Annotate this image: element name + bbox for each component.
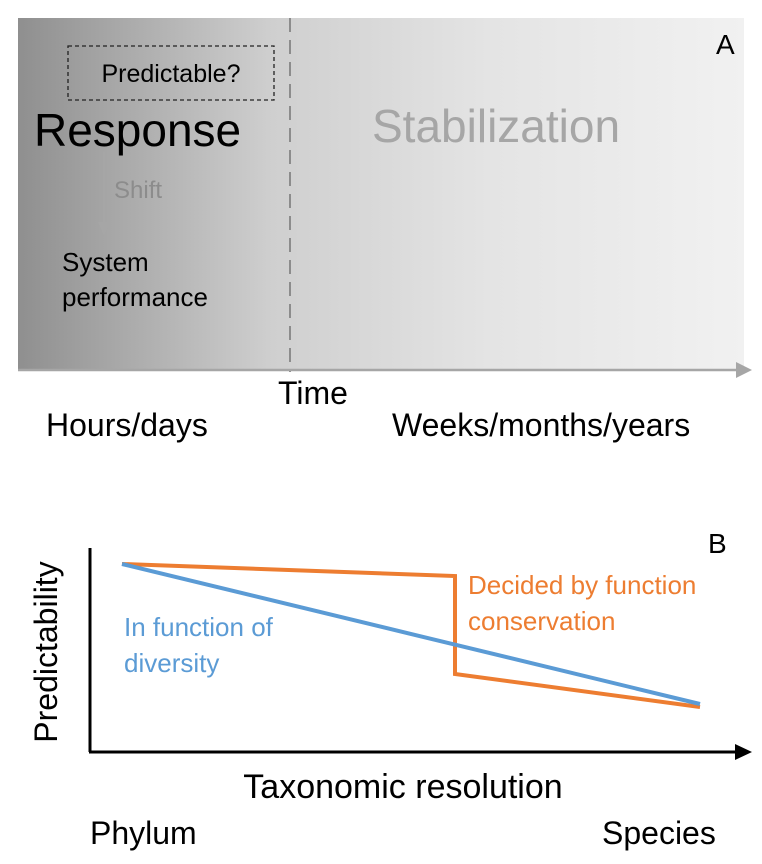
panel-a-background bbox=[18, 18, 744, 370]
system-performance-line1: System bbox=[62, 247, 149, 277]
predictable-box bbox=[67, 45, 275, 101]
panel-a: A Predictable? Response Shift System per… bbox=[18, 18, 752, 443]
x-axis-arrowhead bbox=[735, 744, 752, 760]
orange-label-line1: Decided by function bbox=[468, 570, 696, 600]
x-left-label: Phylum bbox=[90, 815, 197, 851]
stabilization-label: Stabilization bbox=[372, 100, 620, 152]
orange-series-line bbox=[121, 562, 701, 709]
response-label: Response bbox=[34, 104, 241, 156]
system-performance-line2: performance bbox=[62, 282, 208, 312]
panel-b-label: B bbox=[708, 528, 727, 559]
x-right-label: Species bbox=[602, 815, 716, 851]
orange-label-line2: conservation bbox=[468, 606, 615, 636]
blue-label-line2: diversity bbox=[124, 648, 219, 678]
shift-label: Shift bbox=[114, 177, 162, 204]
blue-series-line bbox=[121, 562, 701, 706]
panel-a-label: A bbox=[716, 29, 735, 60]
time-axis-arrowhead bbox=[736, 362, 752, 378]
y-axis-label: Predictability bbox=[28, 561, 64, 742]
weeks-months-years-label: Weeks/months/years bbox=[392, 407, 690, 443]
x-axis-label: Taxonomic resolution bbox=[243, 768, 562, 806]
panel-b: B Predictability Taxonomic resolution Ph… bbox=[28, 528, 752, 851]
time-label: Time bbox=[278, 375, 348, 411]
hours-days-label: Hours/days bbox=[46, 407, 208, 443]
shift-arrow-head bbox=[98, 222, 110, 236]
predictable-label: Predictable? bbox=[102, 60, 241, 88]
blue-label-line1: In function of bbox=[124, 612, 274, 642]
